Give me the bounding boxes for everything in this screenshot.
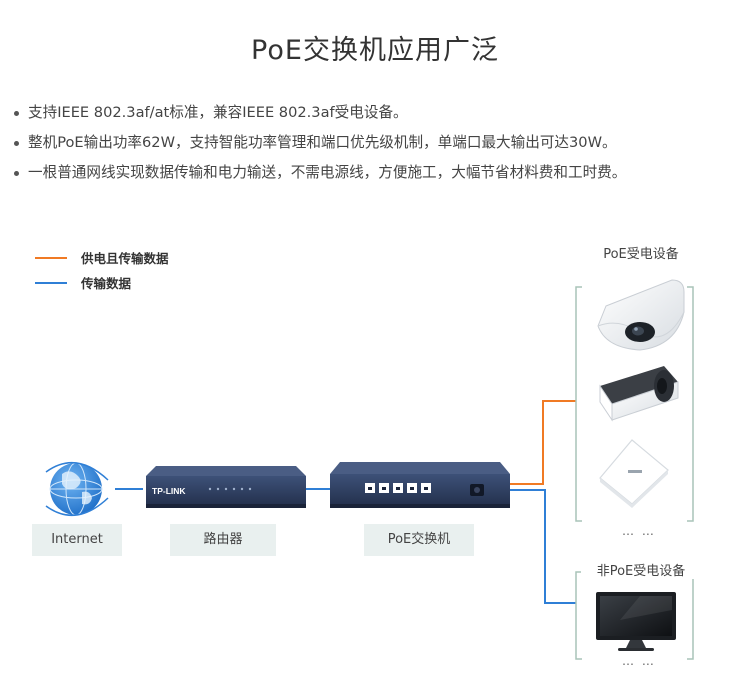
poe-devices-label: PoE受电设备 <box>591 243 691 262</box>
feature-text: 支持IEEE 802.3af/at标准，兼容IEEE 802.3af受电设备。 <box>28 104 408 121</box>
link-switch-non-poe-devices <box>510 489 576 604</box>
bullet-dot <box>14 111 19 116</box>
bullet-dot <box>14 141 19 146</box>
feature-item: 整机PoE输出功率62W，支持智能功率管理和端口优先级机制，单端口最大输出可达3… <box>14 128 744 158</box>
feature-text: 一根普通网线实现数据传输和电力输送，不需电源线，方便施工，大幅节省材料费和工时费… <box>28 164 627 181</box>
feature-item: 一根普通网线实现数据传输和电力输送，不需电源线，方便施工，大幅节省材料费和工时费… <box>14 158 744 188</box>
legend-item-data-only: 传输数据 <box>35 270 169 295</box>
monitor-icon <box>596 592 676 651</box>
poe-switch-node-label: PoE交换机 <box>364 524 474 556</box>
non-poe-devices-ellipsis: … … <box>622 654 656 668</box>
router-node-label: 路由器 <box>170 524 276 556</box>
non-poe-group-bracket-right <box>687 571 694 660</box>
feature-item: 支持IEEE 802.3af/at标准，兼容IEEE 802.3af受电设备。 <box>14 98 744 128</box>
internet-node-label: Internet <box>32 524 122 556</box>
bullet-dot <box>14 171 19 176</box>
bullet-camera-icon <box>599 366 679 422</box>
switch-icon <box>330 462 510 508</box>
legend-label: 供电且传输数据 <box>81 251 169 266</box>
legend-line-orange <box>35 256 67 259</box>
feature-text: 整机PoE输出功率62W，支持智能功率管理和端口优先级机制，单端口最大输出可达3… <box>28 134 617 151</box>
feature-list: 支持IEEE 802.3af/at标准，兼容IEEE 802.3af受电设备。 … <box>14 98 744 188</box>
poe-group-bracket-right <box>687 286 694 522</box>
access-point-icon <box>599 439 669 508</box>
legend-label: 传输数据 <box>81 276 132 291</box>
router-icon: TP-LINK <box>146 466 306 508</box>
globe-icon <box>45 461 109 517</box>
legend-item-power-data: 供电且传输数据 <box>35 245 169 270</box>
dome-camera-icon <box>597 279 685 351</box>
page-title: PoE交换机应用广泛 <box>251 35 499 66</box>
non-poe-group-bracket-left <box>575 571 582 660</box>
router-brand-logo: TP-LINK <box>152 486 186 496</box>
poe-group-bracket-left <box>575 286 582 522</box>
non-poe-devices-label: 非PoE受电设备 <box>581 560 701 579</box>
link-switch-poe-devices <box>510 400 576 485</box>
legend-line-blue <box>35 281 67 284</box>
poe-devices-ellipsis: … … <box>622 524 656 538</box>
legend: 供电且传输数据 传输数据 <box>35 245 169 295</box>
